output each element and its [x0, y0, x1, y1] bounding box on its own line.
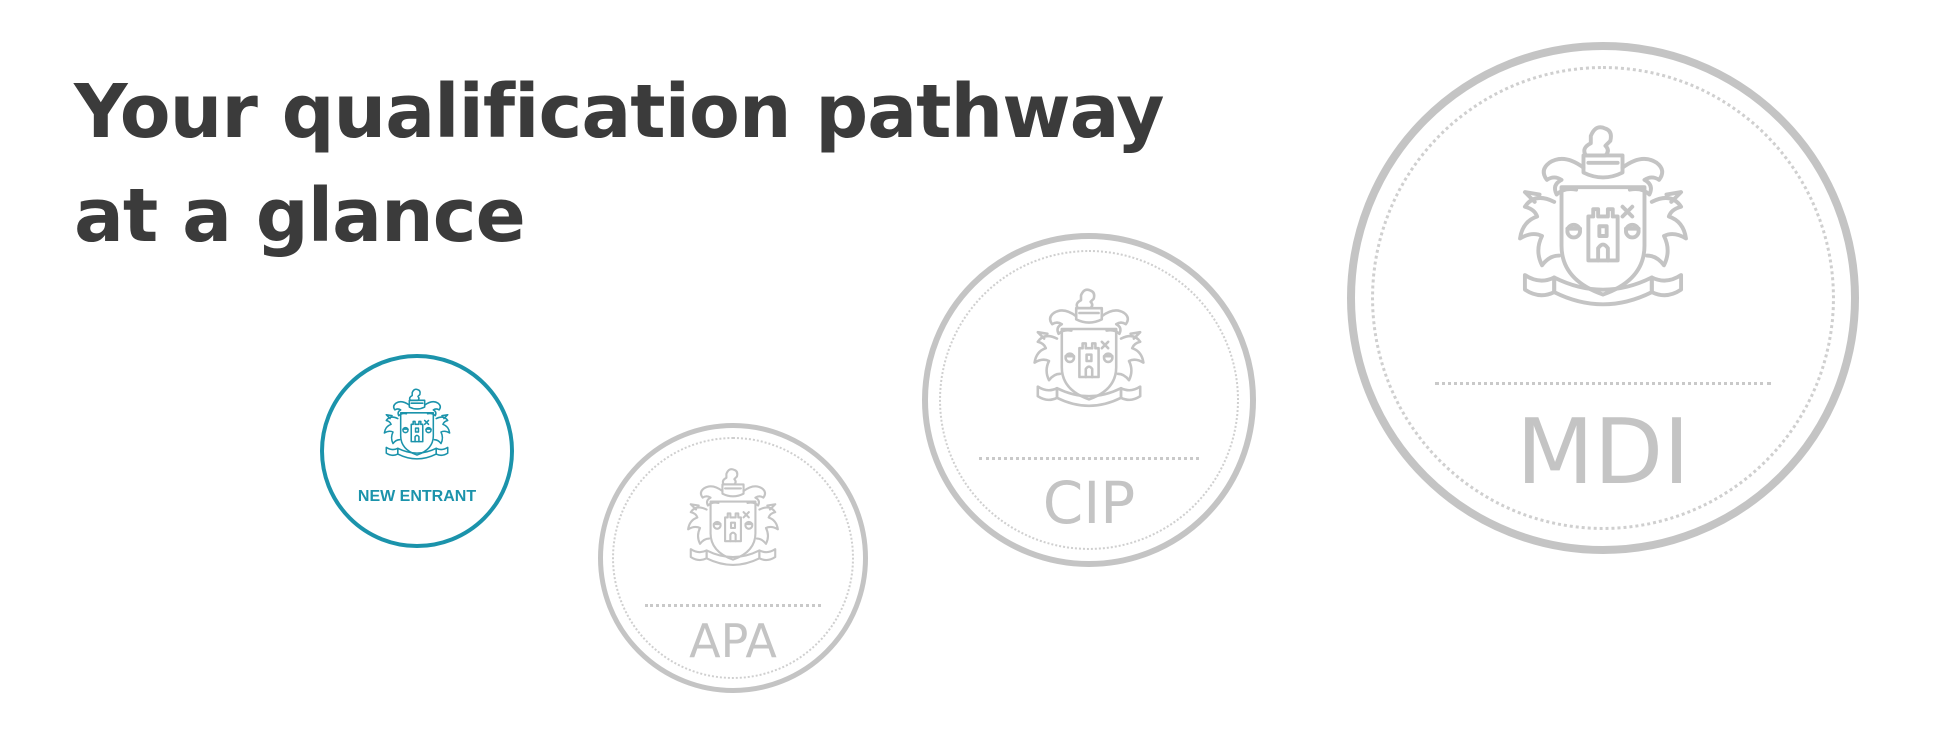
- badge-cip: CIP: [922, 233, 1256, 567]
- badge-divider: [645, 604, 821, 607]
- title-line-2: at a glance: [74, 173, 526, 259]
- page-title: Your qualification pathway at a glance: [74, 60, 1164, 268]
- badge-divider: [979, 457, 1199, 460]
- coat-of-arms-icon: [667, 462, 799, 594]
- badge-apa: APA: [598, 423, 868, 693]
- badge-label: CIP: [1042, 469, 1136, 537]
- badge-label: NEW ENTRANT: [357, 488, 477, 505]
- badge-mdi: MDI: [1347, 42, 1859, 554]
- coat-of-arms-icon: [369, 384, 465, 480]
- badge-inner-ring: [939, 250, 1239, 550]
- badge-inner-ring: [612, 437, 854, 679]
- badge-inner-ring: [1371, 66, 1835, 530]
- coat-of-arms-icon: [1481, 114, 1725, 358]
- title-line-1: Your qualification pathway: [74, 69, 1164, 155]
- badge-new-entrant: NEW ENTRANT: [320, 354, 514, 548]
- badge-label: MDI: [1516, 400, 1690, 505]
- badge-label: APA: [689, 614, 777, 668]
- badge-divider: [1435, 382, 1771, 385]
- coat-of-arms-icon: [1009, 281, 1169, 441]
